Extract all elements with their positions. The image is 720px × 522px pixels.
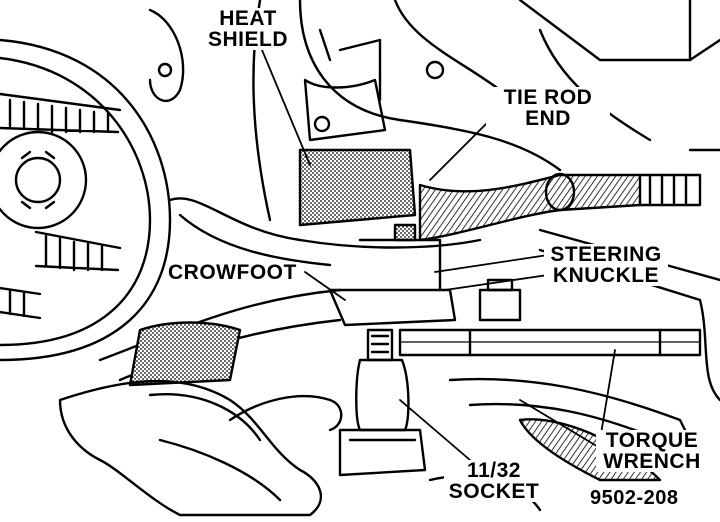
crowfoot-shape — [328, 223, 457, 327]
hub-rotor — [0, 38, 172, 362]
figure-number: 9502-208 — [588, 487, 681, 509]
callout-heat-shield-line1: HEAT — [219, 7, 277, 30]
leader-lines — [261, 49, 616, 461]
callout-crowfoot-line1: CROWFOOT — [168, 261, 297, 284]
tie-rod-shape — [418, 172, 702, 242]
callout-socket-line2: SOCKET — [448, 480, 540, 503]
callout-socket-line1: 11/32 — [467, 459, 521, 482]
callout-tie-rod-end: TIE ROD END — [486, 87, 610, 129]
lower-arm — [98, 197, 720, 402]
socket-shape — [338, 328, 427, 477]
callout-tie-rod-end-line1: TIE ROD — [503, 86, 593, 109]
callout-heat-shield: HEAT SHIELD — [198, 8, 298, 50]
callout-torque-wrench: TORQUE WRENCH — [596, 430, 708, 472]
callout-socket: 11/32 SOCKET — [444, 460, 544, 502]
callout-crowfoot: CROWFOOT — [166, 262, 299, 283]
callout-tie-rod-end-line2: END — [525, 107, 571, 130]
callout-torque-wrench-line2: WRENCH — [603, 450, 701, 473]
callout-steering-knuckle-line1: STEERING — [550, 243, 662, 266]
callout-heat-shield-line2: SHIELD — [207, 28, 288, 51]
callout-steering-knuckle-line2: KNUCKLE — [552, 264, 660, 287]
callout-steering-knuckle: STEERING KNUCKLE — [544, 244, 668, 286]
callout-torque-wrench-line1: TORQUE — [605, 429, 699, 452]
heat-shield-shape — [298, 28, 445, 227]
